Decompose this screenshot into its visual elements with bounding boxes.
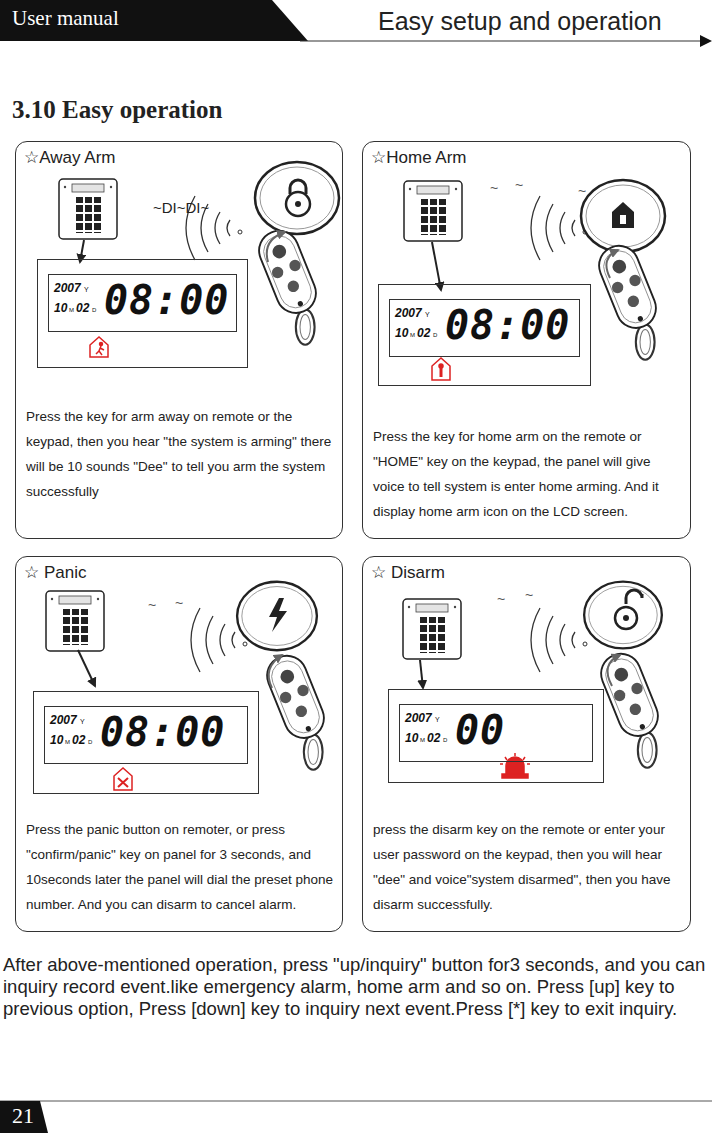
date-digits: Y [84, 286, 89, 293]
date-digits: M [69, 307, 74, 313]
clock-digits: 08:00 [100, 712, 225, 752]
section-title: 3.10 Easy operation [12, 96, 222, 124]
operation-panel: ☆Away ArmPress the key for arm away on r… [15, 141, 343, 539]
operation-panel: ☆ Disarm press the disarm key on the remo… [362, 556, 691, 932]
date-digits: 02 [72, 734, 85, 746]
panic-illustration: ~~ [46, 582, 330, 790]
date-digits: Y [425, 311, 430, 318]
clock-digits: 08:00 [445, 305, 570, 345]
svg-text:~: ~ [525, 587, 533, 603]
date-digits: M [65, 739, 70, 745]
note-text: After above-mentioned operation, press "… [3, 954, 715, 1020]
panel-heading: ☆ Panic [24, 562, 87, 583]
lcd-display: 2007Y 10M02D 08:00 [37, 259, 248, 368]
date-digits: D [443, 737, 447, 743]
panel-body: Press the key for arm away on remote or … [26, 404, 336, 504]
page-number: 21 [12, 1103, 34, 1129]
lcd-display: 2007Y 10M02D 08:00 [378, 284, 591, 386]
home-arm-illustration: ~ ~ ~ [404, 177, 665, 380]
date-digits: 2007 [405, 712, 432, 724]
svg-text:~: ~ [490, 180, 498, 196]
header-bar [0, 0, 712, 47]
date-digits: 10 [395, 327, 408, 339]
date-digits: 02 [417, 327, 430, 339]
date-digits: 02 [76, 302, 89, 314]
date-digits: Y [435, 716, 440, 723]
date-digits: Y [80, 718, 85, 725]
panel-heading: ☆Away Arm [24, 147, 115, 168]
clock-digits: 08:00 [104, 280, 229, 320]
operation-panel: ☆ PanicPress the panic button on remoter… [15, 556, 343, 932]
chapter-label: Easy setup and operation [378, 7, 662, 36]
lcd-display: 2007Y 10M02D 00 [388, 689, 604, 783]
panel-body: press the disarm key on the remote or en… [373, 817, 684, 917]
svg-text:~: ~ [148, 597, 156, 613]
date-digits: 2007 [50, 714, 77, 726]
disarm-illustration: ~~~ [403, 582, 664, 778]
sound-label: ~DI~DI~ [153, 199, 209, 216]
date-digits: 10 [54, 302, 67, 314]
date-digits: D [92, 307, 96, 313]
panel-body: Press the panic button on remoter, or pr… [26, 817, 336, 917]
date-digits: M [420, 737, 425, 743]
operation-panel: ☆Home ArmPress the key for home arm on t… [362, 141, 691, 539]
date-digits: 10 [405, 732, 418, 744]
date-digits: D [433, 332, 437, 338]
date-digits: M [410, 332, 415, 338]
panel-body: Press the key for home arm on the remote… [373, 424, 684, 524]
date-digits: 2007 [54, 282, 81, 294]
header-label: User manual [12, 6, 119, 31]
page-tab [0, 1101, 712, 1133]
panel-heading: ☆Home Arm [371, 147, 467, 168]
svg-text:~: ~ [515, 177, 523, 193]
svg-text:~: ~ [175, 595, 183, 611]
date-digits: 02 [427, 732, 440, 744]
svg-text:~: ~ [578, 183, 586, 199]
clock-digits: 00 [455, 710, 505, 750]
svg-text:~: ~ [497, 591, 505, 607]
lcd-display: 2007Y 10M02D 08:00 [33, 691, 259, 794]
date-digits: 2007 [395, 307, 422, 319]
date-digits: 10 [50, 734, 63, 746]
date-digits: D [88, 739, 92, 745]
panel-heading: ☆ Disarm [371, 562, 445, 583]
